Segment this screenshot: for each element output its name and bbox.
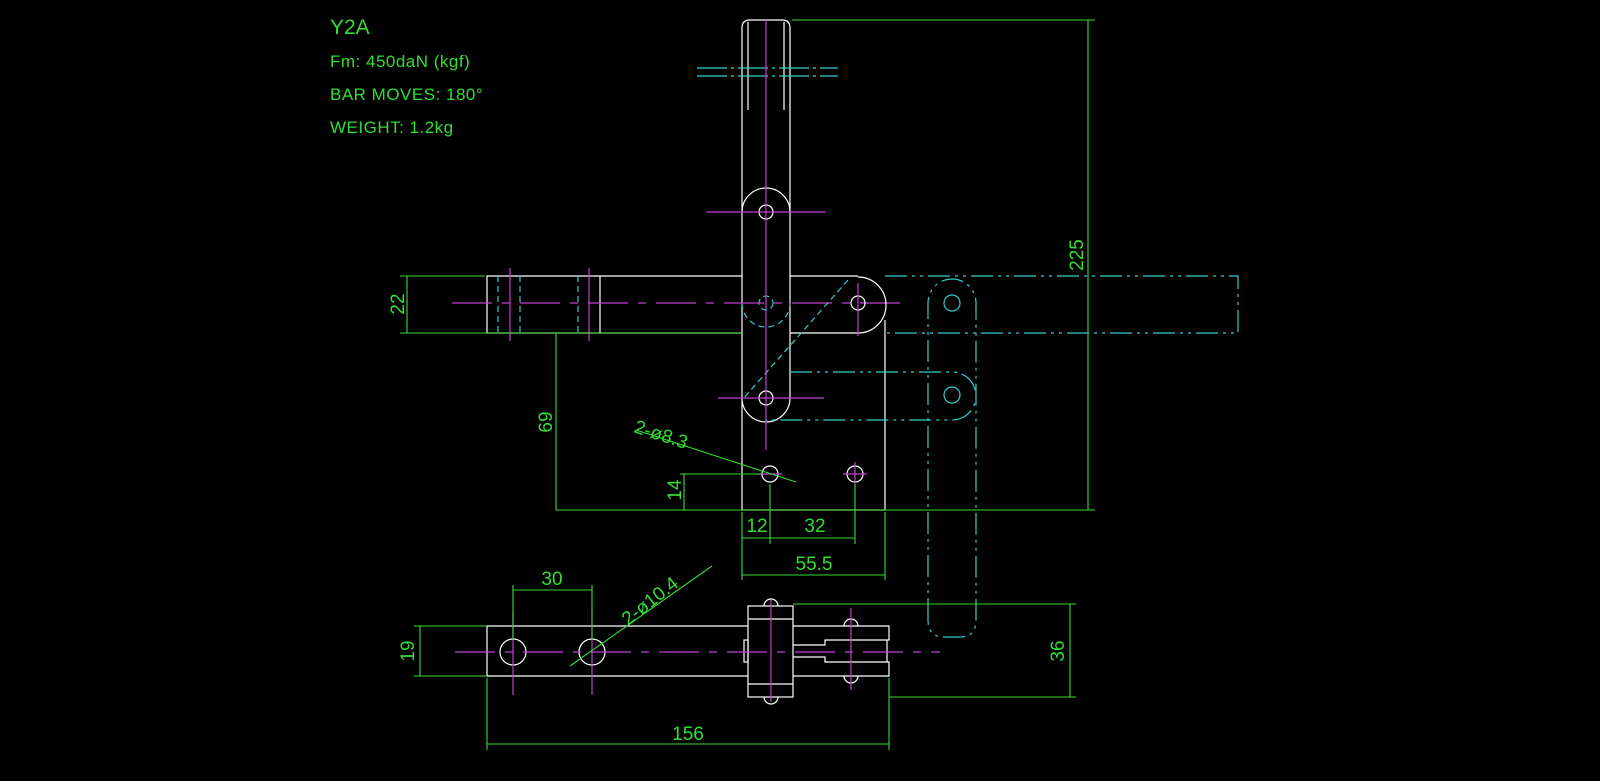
alt-hole [943,386,961,404]
alt-handle [927,278,977,638]
alt-bar [885,275,1239,334]
side-view [452,19,1239,638]
fork-prong [793,656,890,677]
dim-19: 19 [398,640,419,661]
plan-view-dimensions: 30 19 36 156 2-ø10.4 [398,565,1076,750]
fork-prong [793,625,890,646]
dim-30: 30 [541,569,562,590]
dim-22: 22 [388,293,409,314]
dim-14: 14 [665,479,686,501]
dim-55-5: 55.5 [796,554,833,575]
pin-head [763,696,779,705]
clamp-bar [486,275,742,334]
dim-12: 12 [746,516,767,537]
dim-36: 36 [1048,640,1069,661]
body-tab [743,639,749,663]
weight-spec: WEIGHT: 1.2kg [330,118,454,137]
force-spec: Fm: 450daN (kgf) [330,52,470,71]
alt-link [766,371,977,421]
dim-69: 69 [536,411,557,432]
dim-32: 32 [804,516,825,537]
link-arc [857,276,887,334]
base-outline [741,320,886,511]
mount-hole-callout: 2-ø8.3 [631,417,690,454]
side-view-dimensions-stroke [635,429,797,483]
pin-head [763,598,779,607]
handle-outline [741,19,791,423]
model-name: Y2A [330,16,370,39]
bar-hole-callout: 2-ø10.4 [618,573,683,630]
dim-156: 156 [672,724,704,745]
alt-hole [943,294,961,312]
bar-outline [486,625,748,677]
hidden-link [741,279,849,401]
spec-text: Y2A Fm: 450daN (kgf) BAR MOVES: 180° WEI… [330,16,483,137]
hidden-arc [741,302,791,328]
dim-225: 225 [1067,239,1088,271]
plan-view-dimensions-stroke [569,565,713,667]
bar-moves-spec: BAR MOVES: 180° [330,85,483,104]
plan-view [455,598,940,705]
